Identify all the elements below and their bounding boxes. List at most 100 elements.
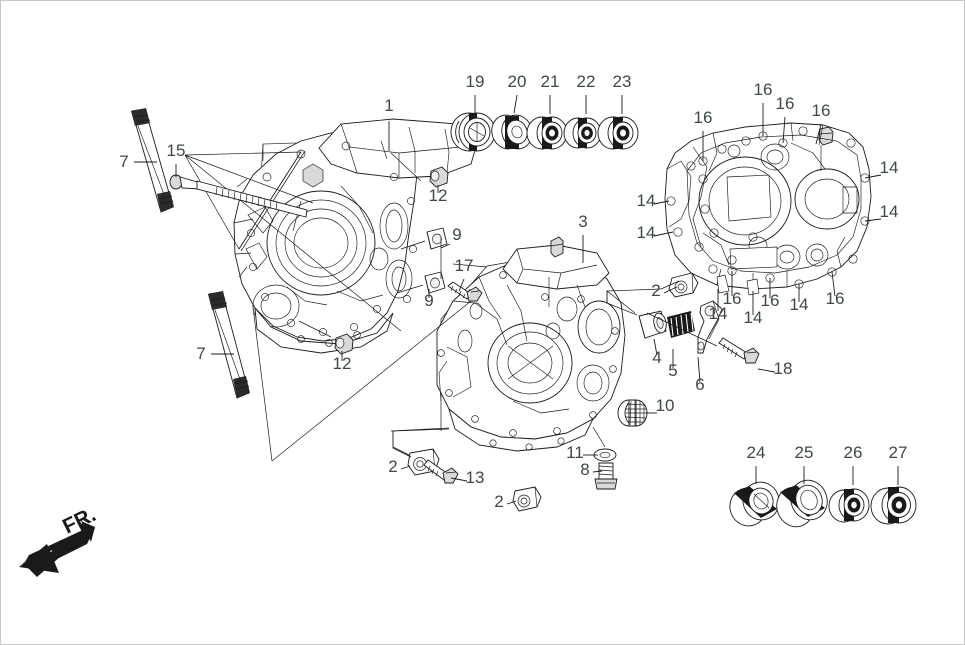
callout-leader-line [653, 338, 658, 356]
callout-number: 2 [388, 457, 397, 476]
callout-leader-line [815, 123, 822, 145]
callout-number: 7 [119, 152, 128, 171]
part-flange-bolt-13 [423, 459, 459, 484]
bearing-27 [870, 486, 917, 525]
callout-number: 14 [637, 223, 656, 242]
part-transmission-case-center [392, 236, 626, 458]
callout-16: 16 [754, 80, 772, 136]
bearing-group-top [450, 112, 639, 152]
callout-14: 14 [744, 291, 762, 327]
callout-16: 16 [812, 101, 831, 145]
callout-leader-line [864, 174, 882, 179]
callout-number: 14 [880, 158, 899, 177]
callout-number: 16 [694, 108, 713, 127]
part-stud-bolt-15 [169, 174, 308, 218]
callout-number: 1 [384, 96, 393, 115]
callout-2: 2 [494, 492, 517, 511]
callout-leader-line [663, 286, 678, 294]
callout-4: 4 [652, 338, 662, 367]
part-collar-sleeve-4 [606, 288, 667, 339]
part-spring-5 [667, 311, 695, 338]
callout-1: 1 [384, 96, 394, 151]
callout-9: 9 [440, 225, 462, 249]
callout-number: 14 [880, 202, 899, 221]
callout-27: 27 [889, 443, 908, 485]
callout-number: 16 [812, 101, 831, 120]
callout-2: 2 [651, 281, 678, 300]
part-sealing-washer-11 [592, 426, 617, 462]
callout-5: 5 [668, 349, 678, 380]
callout-number: 4 [652, 348, 661, 367]
callout-15: 15 [167, 141, 186, 177]
callout-leader-line [458, 278, 465, 292]
callout-number: 11 [566, 443, 584, 462]
callout-12: 12 [429, 185, 447, 205]
callout-number: 23 [613, 72, 632, 91]
part-hex-flange-bolt-18 [646, 312, 760, 364]
part-drain-plug-8 [594, 462, 618, 490]
orientation-marker: FR. [19, 503, 100, 577]
callout-number: 15 [167, 141, 186, 160]
callout-25: 25 [795, 443, 813, 484]
callout-number: 16 [761, 291, 780, 310]
callout-number: 10 [656, 396, 675, 415]
callout-16: 16 [694, 108, 713, 161]
bearing-25 [776, 479, 828, 528]
bearing-group-bottom [729, 479, 917, 528]
bearing-24 [729, 481, 780, 527]
part-stopper-plate-9-b [396, 237, 446, 294]
callout-number: 14 [790, 295, 809, 314]
guide-lines [390, 263, 680, 458]
callout-leader-line [782, 116, 786, 144]
bearing-21 [526, 116, 568, 150]
guide-cross-left [184, 154, 402, 332]
callout-number: 22 [577, 72, 596, 91]
part-stopper-plate-9-a [400, 227, 448, 250]
callout-19: 19 [466, 72, 484, 113]
callout-7: 7 [119, 152, 157, 171]
callout-10: 10 [646, 396, 674, 415]
callout-leader-line [697, 356, 701, 383]
callout-number: 13 [466, 468, 485, 487]
callout-6: 6 [695, 356, 705, 394]
callout-14: 14 [864, 202, 899, 222]
callout-16: 16 [776, 94, 794, 144]
callout-21: 21 [541, 72, 559, 114]
callout-14: 14 [637, 223, 674, 242]
callout-number: 6 [695, 375, 704, 394]
callout-14: 14 [709, 289, 727, 323]
callout-number: 3 [578, 212, 587, 231]
callout-number: 2 [651, 281, 660, 300]
part-crankcase-right [664, 122, 872, 296]
callout-number: 12 [333, 354, 352, 373]
callout-number: 20 [508, 72, 527, 91]
callout-24: 24 [747, 443, 766, 484]
callout-26: 26 [844, 443, 863, 485]
callout-8: 8 [580, 460, 603, 479]
callout-number: 16 [826, 289, 845, 308]
callout-9: 9 [424, 289, 434, 310]
callout-number: 16 [723, 289, 742, 308]
bearing-22 [563, 117, 602, 149]
callout-number: 18 [774, 359, 793, 378]
callout-11: 11 [566, 443, 598, 462]
callout-18: 18 [757, 359, 793, 378]
callout-16: 16 [826, 271, 845, 308]
callout-number: 9 [452, 225, 461, 244]
callout-number: 14 [637, 191, 656, 210]
part-knurled-bush-10 [617, 399, 648, 427]
callout-number: 24 [747, 443, 766, 462]
callout-12: 12 [333, 351, 352, 373]
callout-number: 27 [889, 443, 908, 462]
callout-number: 26 [844, 443, 863, 462]
callout-22: 22 [577, 72, 596, 114]
callout-20: 20 [508, 72, 527, 114]
callout-leader-line [400, 465, 411, 470]
bearing-19 [450, 112, 496, 152]
callout-14: 14 [637, 191, 670, 210]
callout-13: 13 [450, 468, 485, 487]
callout-16: 16 [761, 278, 780, 310]
callout-leader-line [513, 94, 518, 114]
